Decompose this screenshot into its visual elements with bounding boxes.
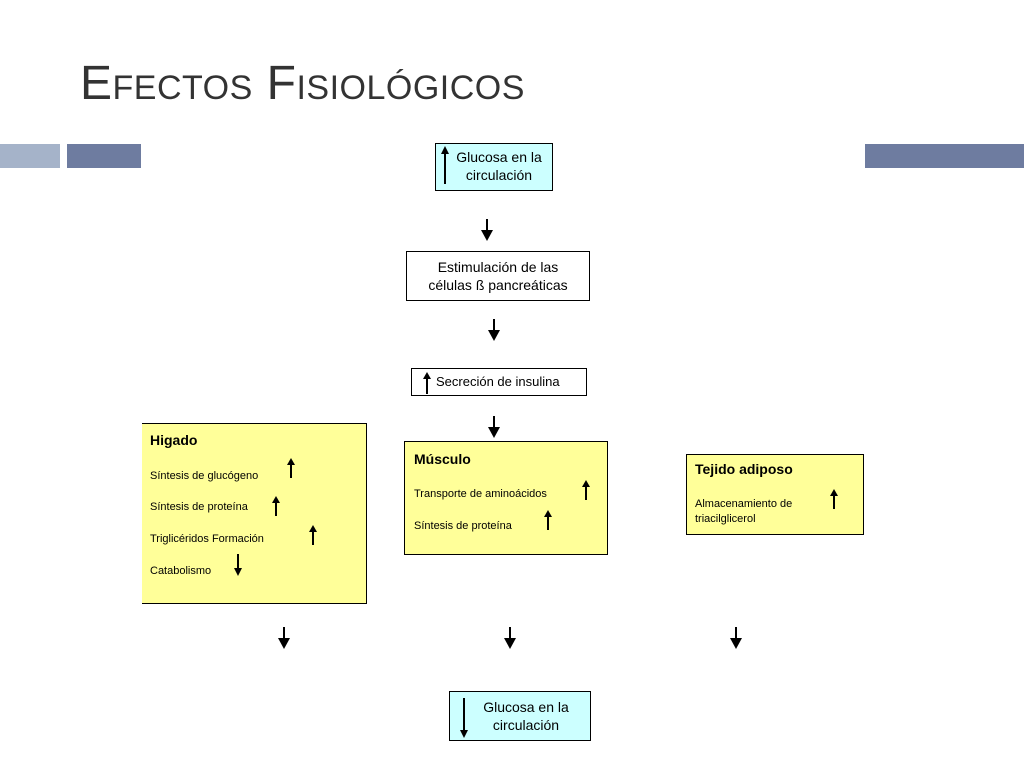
adipose-item-line1: Almacenamiento de (695, 498, 793, 510)
insulin-box: Secreción de insulina (411, 368, 587, 396)
down-arrow-icon (481, 219, 493, 241)
decor-bar-light (0, 144, 60, 168)
stimulation-line2: células ß pancreáticas (428, 277, 568, 293)
muscle-item-2: Síntesis de proteína (414, 520, 512, 532)
glucose-top-box: Glucosa en la circulación (435, 143, 553, 191)
down-arrow-icon (488, 416, 500, 438)
up-arrow-icon (287, 458, 295, 478)
up-arrow-icon (272, 496, 280, 516)
muscle-item-1: Transporte de aminoácidos (414, 488, 547, 500)
down-arrow-icon (488, 319, 500, 341)
liver-title: Higado (150, 432, 198, 448)
liver-item-4: Catabolismo (150, 565, 212, 577)
adipose-item-line2: triacilglicerol (695, 513, 756, 525)
up-arrow-icon (441, 146, 449, 184)
muscle-title: Músculo (414, 451, 471, 467)
up-arrow-icon (423, 372, 431, 394)
decor-bar-dark-left (67, 144, 141, 168)
glucose-bottom-box: Glucosa en la circulación (449, 691, 591, 741)
decor-bar-dark-right (865, 144, 1024, 168)
adipose-title: Tejido adiposo (695, 461, 793, 477)
down-arrow-icon (730, 627, 742, 649)
down-arrow-icon (504, 627, 516, 649)
glucose-top-line1: Glucosa en la (456, 149, 542, 165)
down-arrow-icon (278, 627, 290, 649)
up-arrow-icon (544, 510, 552, 530)
up-arrow-icon (830, 489, 838, 509)
slide-title: Efectos Fisiológicos (80, 57, 525, 110)
liver-item-3: Triglicéridos Formación (150, 533, 264, 545)
glucose-top-line2: circulación (465, 167, 533, 183)
up-arrow-icon (309, 525, 317, 545)
stimulation-box: Estimulación de las células ß pancreátic… (406, 251, 590, 301)
liver-item-1: Síntesis de glucógeno (150, 470, 259, 482)
glucose-bottom-line1: Glucosa en la (483, 699, 569, 715)
down-arrow-icon (234, 554, 242, 576)
insulin-label: Secreción de insulina (436, 374, 560, 389)
stimulation-line1: Estimulación de las (437, 259, 559, 275)
glucose-bottom-line2: circulación (492, 717, 560, 733)
down-arrow-icon (460, 698, 468, 738)
adipose-box: Tejido adiposo Almacenamiento de triacil… (686, 454, 864, 535)
up-arrow-icon (582, 480, 590, 500)
liver-box: Higado Síntesis de glucógeno Síntesis de… (142, 423, 367, 604)
liver-item-2: Síntesis de proteína (150, 501, 248, 513)
muscle-box: Músculo Transporte de aminoácidos Síntes… (404, 441, 608, 555)
